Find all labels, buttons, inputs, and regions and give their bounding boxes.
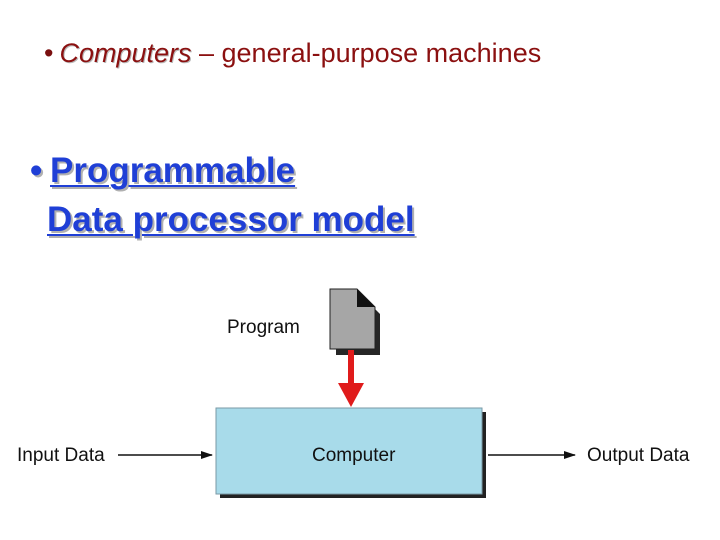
input-data-label: Input Data <box>17 445 105 466</box>
computer-box <box>215 407 486 498</box>
model-heading: •Programmable Data processor model <box>30 146 415 244</box>
bullet-marker: • <box>44 38 54 68</box>
subtitle-line: •Computers – general-purpose machines <box>44 38 541 69</box>
program-document-icon <box>329 288 380 355</box>
heading-line-2: Data processor model <box>47 200 415 239</box>
bullet-marker: • <box>30 151 43 190</box>
program-arrow <box>338 350 364 407</box>
output-data-label: Output Data <box>587 445 690 466</box>
computer-label: Computer <box>312 445 396 466</box>
program-label: Program <box>227 317 300 338</box>
term-computers: Computers <box>59 38 192 68</box>
subtitle-rest: – general-purpose machines <box>191 38 542 68</box>
heading-line-1: Programmable <box>50 151 296 190</box>
